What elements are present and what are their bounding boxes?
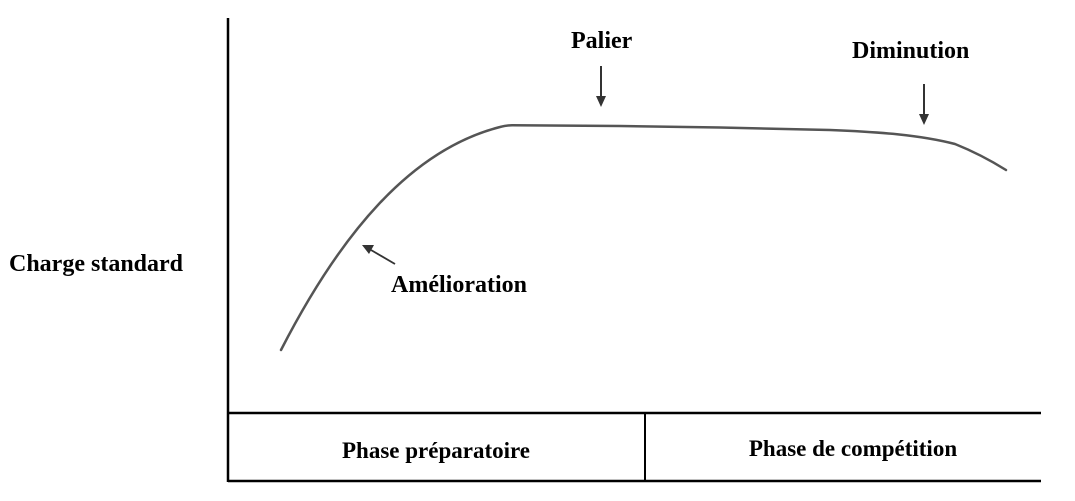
decrease-arrow [919, 84, 929, 125]
phase-label-competition: Phase de compétition [749, 436, 957, 461]
improvement-arrow [362, 245, 396, 265]
load-curve [279, 124, 1008, 352]
y-axis-label: Charge standard [9, 251, 184, 277]
plateau-label: Palier [571, 28, 633, 54]
phase-label-preparatory: Phase préparatoire [342, 438, 530, 463]
improvement-label: Amélioration [391, 272, 527, 298]
decrease-label: Diminution [852, 38, 969, 64]
plateau-arrow [596, 66, 606, 107]
